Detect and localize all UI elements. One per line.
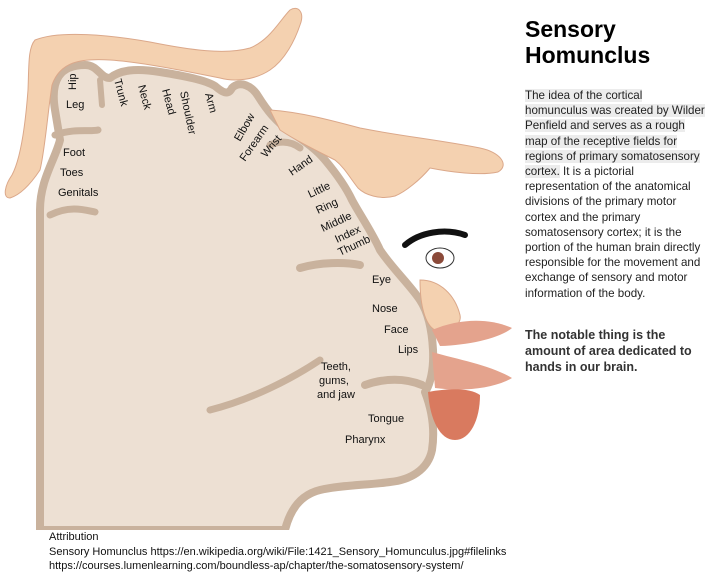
leg-drawing (4, 7, 303, 199)
label-lips: Lips (398, 344, 419, 356)
lower-lip (432, 352, 512, 390)
page-title: Sensory Homunclus (525, 16, 705, 68)
label-toes: Toes (60, 167, 84, 179)
cortex-fold (51, 126, 102, 139)
upper-lip (432, 320, 512, 346)
eye-iris (432, 252, 444, 264)
cortex-fold (97, 77, 105, 108)
label-genitals: Genitals (58, 187, 99, 199)
cortex-fold (206, 356, 324, 414)
label-neck: Neck (135, 84, 153, 112)
label-trunk: Trunk (111, 78, 130, 108)
description-rest: It is a pictorial representation of the … (525, 165, 701, 300)
label-face: Face (384, 324, 408, 336)
attribution-block: Attribution Sensory Homunclus https://en… (49, 530, 689, 574)
label-little: Little (306, 180, 332, 201)
cortex-fold (361, 375, 426, 389)
label-eye: Eye (372, 274, 391, 286)
label-head: Head (159, 88, 177, 117)
label-arm: Arm (202, 92, 219, 115)
label-ring: Ring (314, 196, 340, 216)
homunculus-diagram (4, 7, 512, 530)
attribution-heading: Attribution (49, 531, 99, 543)
cortex-section (36, 61, 438, 530)
label-teeth-line3: and jaw (317, 389, 355, 401)
hand-drawing (269, 109, 504, 198)
label-tongue: Tongue (368, 413, 404, 425)
label-foot: Foot (63, 147, 85, 159)
cortex-fold (266, 138, 304, 152)
label-pharynx: Pharynx (345, 434, 386, 446)
label-hip: Hip (67, 73, 79, 90)
label-hand: Hand (287, 154, 315, 179)
label-teeth-line2: gums, (319, 375, 349, 387)
label-nose: Nose (372, 303, 398, 315)
eyebrow (402, 228, 468, 248)
notable-callout: The notable thing is the amount of area … (525, 328, 692, 374)
title-line: Sensory (525, 16, 616, 42)
tongue (428, 389, 480, 440)
label-teeth-line1: Teeth, (321, 361, 351, 373)
cortex-fold (296, 259, 364, 272)
attribution-source-1: Sensory Homunclus https://en.wikipedia.o… (49, 545, 507, 558)
description-paragraph: The idea of the cortical homunculus was … (525, 88, 707, 301)
cortex-fold (46, 205, 99, 219)
label-shoulder: Shoulder (177, 90, 198, 136)
label-layer: Hip Leg Trunk Neck Head Shoulder Arm Elb… (58, 73, 419, 446)
label-leg: Leg (66, 99, 84, 111)
attribution-source-2: https://courses.lumenlearning.com/boundl… (49, 560, 464, 572)
title-line: Homunclus (525, 42, 651, 68)
